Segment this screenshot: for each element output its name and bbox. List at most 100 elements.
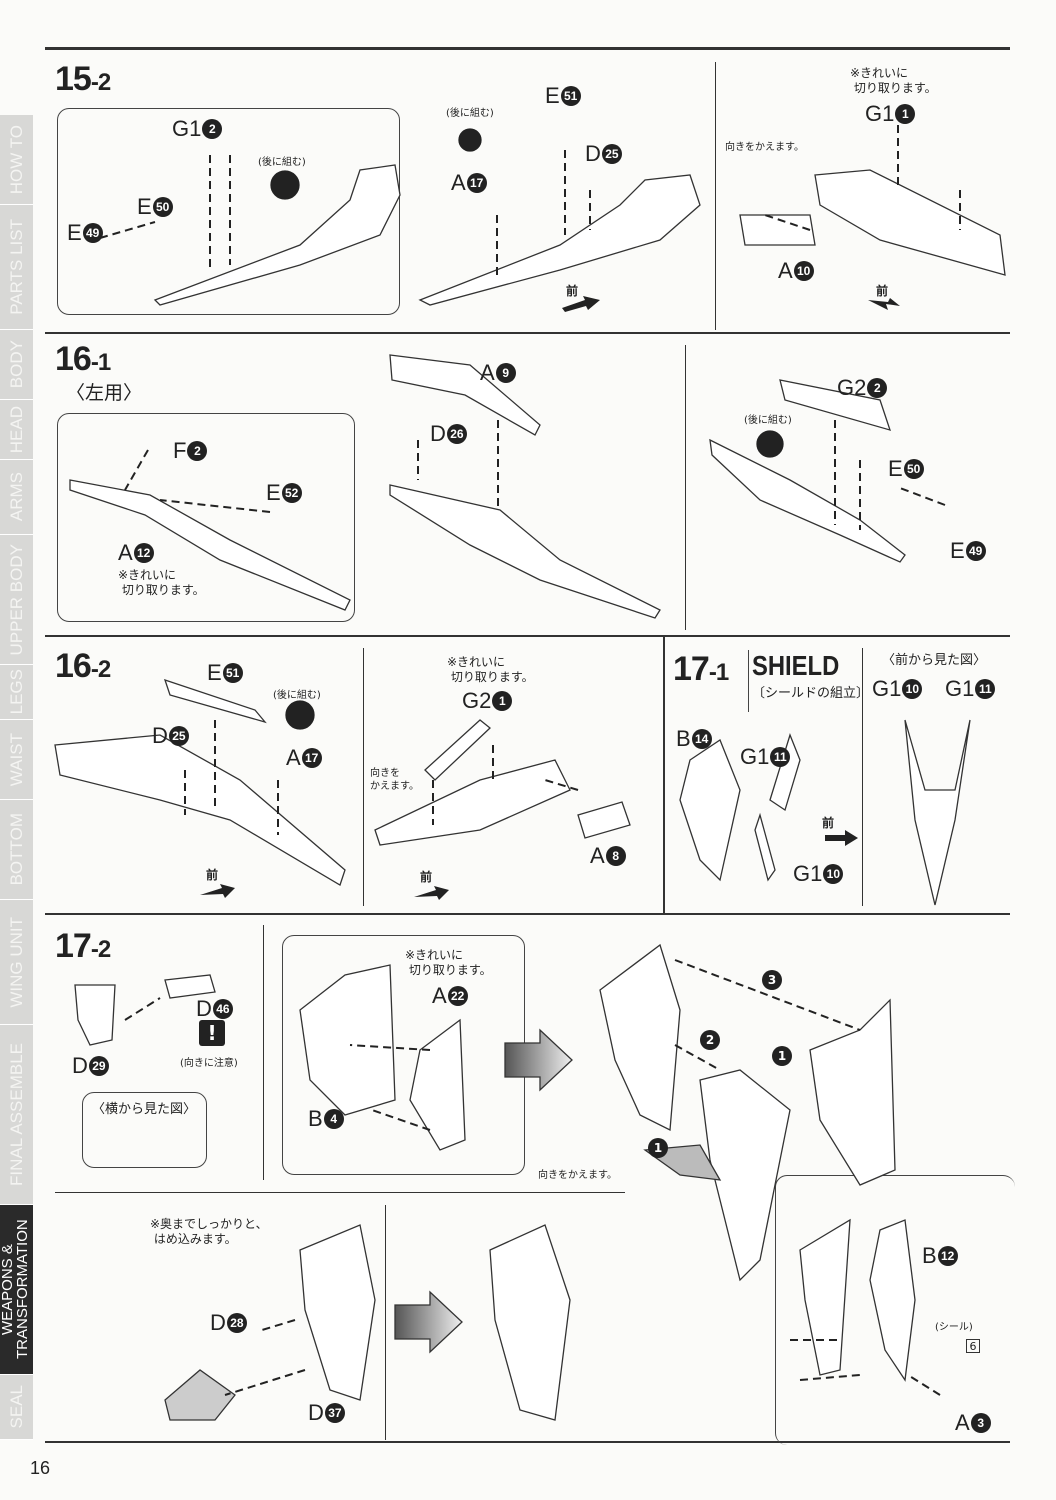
step-16-1-title: 16-1 bbox=[55, 340, 111, 378]
assemble-later-note: (後に組む) bbox=[446, 108, 494, 119]
side-view-label: 〈横から見た図〉 bbox=[92, 1102, 197, 1117]
part-number: 11 bbox=[975, 679, 996, 699]
tab-seal[interactable]: SEAL bbox=[0, 1375, 33, 1440]
tab-legs[interactable]: LEGS bbox=[0, 665, 33, 720]
step-17-1-title: 17-1 bbox=[673, 650, 729, 688]
part-number: 14 bbox=[691, 729, 712, 749]
part-runner: B bbox=[676, 726, 691, 751]
sequence-number: 1 bbox=[772, 1046, 792, 1066]
part-runner: E bbox=[67, 220, 82, 245]
part-runner: G1 bbox=[945, 676, 975, 701]
part-runner: G2 bbox=[462, 688, 492, 713]
sequence-number: 3 bbox=[762, 970, 782, 990]
divider bbox=[363, 648, 364, 906]
part-number: 28 bbox=[226, 1313, 247, 1333]
part-runner: G2 bbox=[837, 375, 867, 400]
part-number: 29 bbox=[88, 1056, 109, 1076]
seal-note: (シール) bbox=[935, 1322, 973, 1333]
divider bbox=[685, 345, 686, 630]
part-runner: D bbox=[210, 1310, 226, 1335]
part-runner: A bbox=[590, 843, 605, 868]
tab-upper-body[interactable]: UPPER BODY bbox=[0, 535, 33, 665]
front-label: 前 bbox=[566, 284, 579, 298]
divider bbox=[55, 1192, 625, 1193]
tab-arms[interactable]: ARMS bbox=[0, 460, 33, 535]
part-number: 2 bbox=[867, 378, 888, 398]
rifle-drawing bbox=[54, 164, 1006, 886]
part-number: 2 bbox=[202, 119, 223, 139]
part-runner: A bbox=[955, 1410, 970, 1435]
tab-bottom[interactable]: BOTTOM bbox=[0, 800, 33, 900]
big-arrow bbox=[394, 1290, 463, 1354]
tab-how-to[interactable]: HOW TO bbox=[0, 115, 33, 205]
caution-icon: ! bbox=[199, 1020, 225, 1046]
tab-final-assemble[interactable]: FINAL ASSEMBLE bbox=[0, 1025, 33, 1205]
sequence-number: 1 bbox=[648, 1138, 668, 1158]
wing-drawing bbox=[74, 943, 916, 1421]
tab-wing-unit[interactable]: WING UNIT bbox=[0, 900, 33, 1025]
detail-box bbox=[57, 413, 355, 622]
part-number: 10 bbox=[902, 679, 923, 699]
step-17-2-title: 17-2 bbox=[55, 927, 111, 965]
front-label: 前 bbox=[822, 816, 835, 830]
divider bbox=[45, 332, 1010, 334]
part-number: 50 bbox=[903, 459, 924, 479]
part-number: 12 bbox=[133, 543, 154, 563]
bottom-rule bbox=[45, 1441, 1010, 1443]
front-label: 前 bbox=[420, 870, 433, 884]
step-15-2-title: 15-2 bbox=[55, 60, 111, 98]
part-number: 10 bbox=[793, 261, 814, 281]
tab-body[interactable]: BODY bbox=[0, 330, 33, 400]
part-runner: G1 bbox=[793, 861, 823, 886]
divider bbox=[263, 925, 264, 1180]
part-runner: B bbox=[308, 1106, 323, 1131]
shield-title: SHIELD bbox=[752, 650, 840, 681]
tab-waist[interactable]: WAIST bbox=[0, 720, 33, 800]
part-runner: G1 bbox=[172, 116, 202, 141]
part-number: 46 bbox=[212, 999, 233, 1019]
tab-weapons-transformation[interactable]: WEAPONS & TRANSFORMATION bbox=[0, 1205, 33, 1375]
detail-box bbox=[775, 1175, 1015, 1445]
shield-subtitle: 〔シールドの組立〕 bbox=[752, 686, 870, 701]
part-number: 22 bbox=[447, 986, 468, 1006]
part-number: 51 bbox=[222, 663, 243, 683]
part-runner: E bbox=[266, 480, 281, 505]
part-number: 10 bbox=[823, 864, 844, 884]
page-number: 16 bbox=[30, 1458, 51, 1478]
step-16-2-title: 16-2 bbox=[55, 647, 111, 685]
shield-drawing bbox=[679, 719, 971, 906]
part-number: 11 bbox=[770, 747, 791, 767]
front-view-label: 〈前から見た図〉 bbox=[882, 653, 987, 668]
front-label: 前 bbox=[876, 284, 889, 298]
tab-parts-list[interactable]: PARTS LIST bbox=[0, 205, 33, 330]
part-runner: A bbox=[480, 360, 495, 385]
assemble-later-note: (後に組む) bbox=[258, 157, 306, 168]
tab-head[interactable]: HEAD bbox=[0, 400, 33, 460]
part-runner: A bbox=[451, 170, 466, 195]
part-runner: A bbox=[778, 258, 793, 283]
part-number: 8 bbox=[605, 846, 626, 866]
big-arrow bbox=[504, 1028, 573, 1092]
seal-number: 6 bbox=[966, 1339, 980, 1353]
turn-around-note: 向きをかえます。 bbox=[725, 142, 804, 153]
